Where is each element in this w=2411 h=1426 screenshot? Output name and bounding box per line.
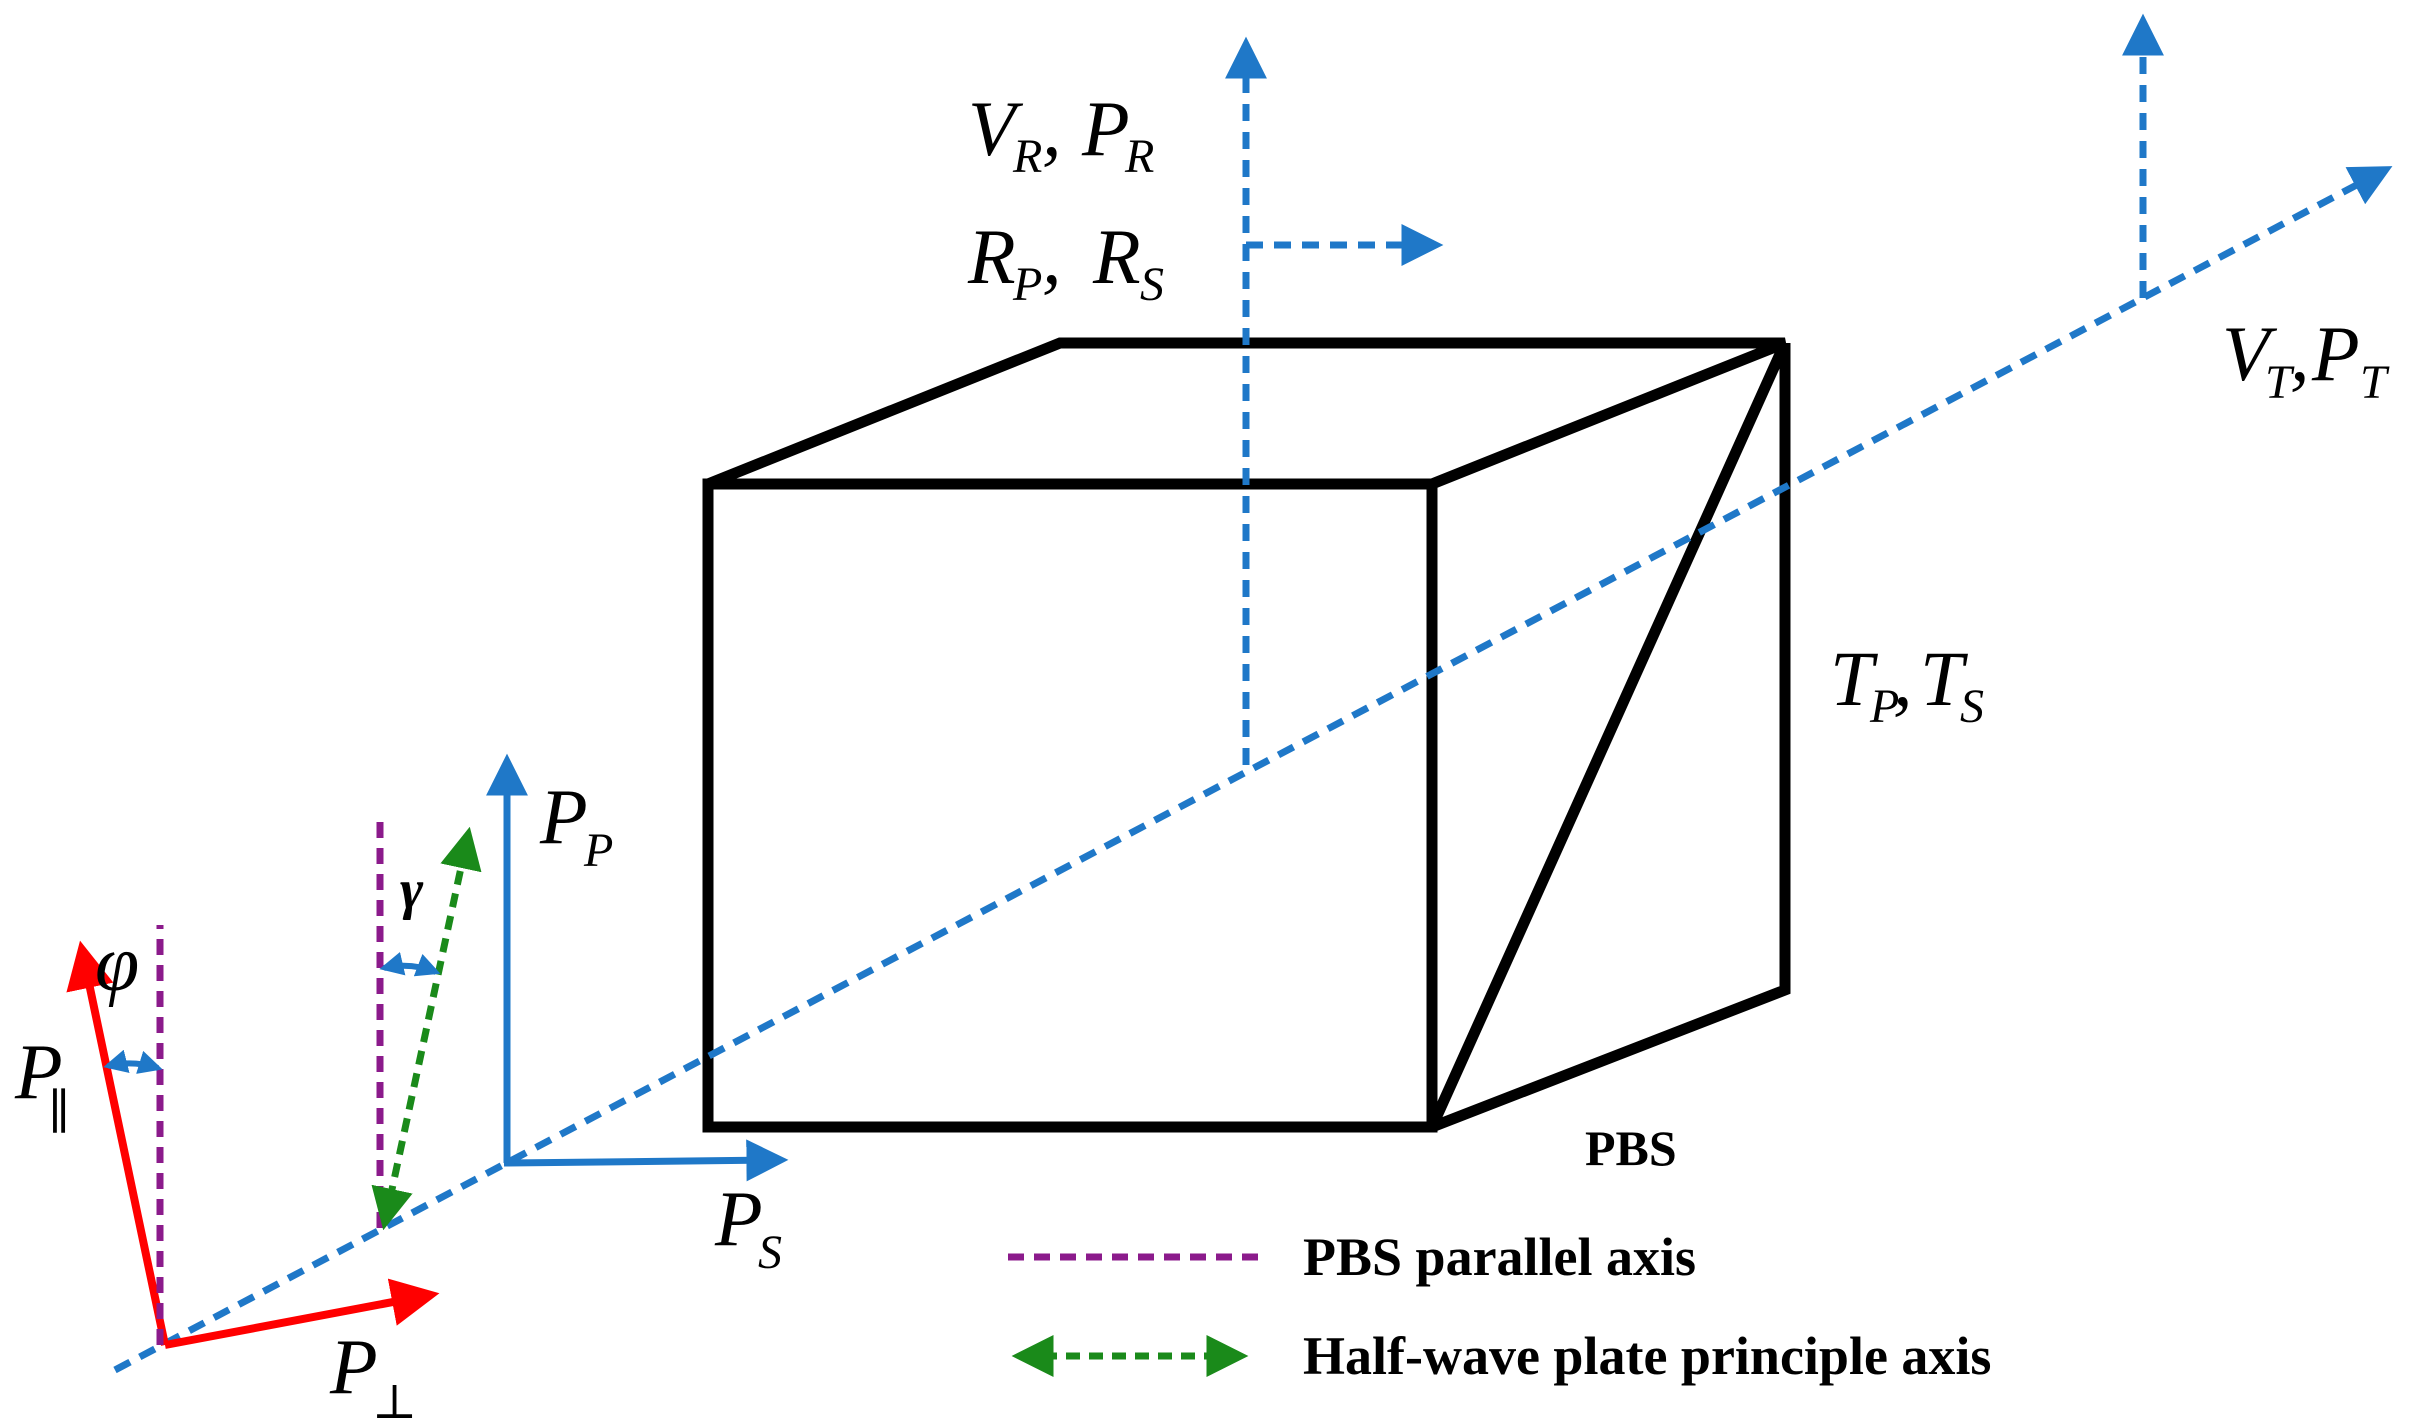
svg-text:,: , — [1042, 85, 1062, 172]
svg-text:R: R — [967, 213, 1016, 300]
cube-right-face — [1430, 343, 1791, 1133]
svg-text:T: T — [2265, 356, 2295, 409]
svg-text:P: P — [1869, 680, 1899, 733]
main-beam-path — [113, 166, 2393, 1374]
pbs-cube — [702, 337, 1791, 1133]
label-tp-ts: T P , T S — [1830, 635, 1984, 733]
svg-text:R: R — [1092, 213, 1141, 300]
svg-text:S: S — [1960, 680, 1984, 733]
svg-text:S: S — [1140, 258, 1164, 311]
label-pbs: PBS — [1585, 1120, 1677, 1176]
cube-top-face — [705, 337, 1788, 490]
svg-text:P: P — [14, 1028, 63, 1115]
svg-text:,: , — [1042, 213, 1062, 300]
svg-text:P: P — [329, 1323, 378, 1410]
label-vr-pr: V R , P R — [968, 85, 1154, 183]
legend: PBS parallel axis Half-wave plate princi… — [1008, 1227, 1991, 1386]
svg-text:P: P — [2311, 310, 2360, 397]
svg-text:,: , — [1893, 635, 1913, 722]
p-parallel-arrow — [66, 940, 169, 1346]
label-pp: P P — [539, 773, 613, 877]
label-rp-rs: R P , R S — [967, 213, 1164, 311]
legend-hwp-axis-label: Half-wave plate principle axis — [1303, 1326, 1991, 1386]
svg-text:R: R — [1012, 130, 1042, 183]
ps-axis-arrow — [503, 1139, 789, 1182]
legend-pbs-axis-label: PBS parallel axis — [1303, 1227, 1696, 1287]
svg-text:P: P — [1012, 258, 1042, 311]
label-vt-pt: V T , P T — [2222, 310, 2390, 409]
svg-text:P: P — [583, 824, 613, 877]
svg-text:S: S — [758, 1226, 782, 1279]
cube-diagonal-split — [1426, 340, 1791, 1130]
phi-angle-arc — [103, 1049, 163, 1074]
hwp-axis-arrow — [371, 826, 482, 1231]
label-phi: φ — [95, 920, 139, 1008]
svg-text:R: R — [1124, 130, 1154, 183]
gamma-angle-arc — [379, 951, 441, 977]
p-perp-arrow — [164, 1278, 440, 1349]
svg-text:P: P — [539, 773, 588, 860]
svg-text:∥: ∥ — [48, 1086, 70, 1139]
label-p-perp: P ⊥ — [329, 1323, 417, 1426]
cube-front-face — [702, 478, 1438, 1133]
svg-text:,: , — [2290, 310, 2310, 397]
svg-text:V: V — [968, 85, 1024, 172]
svg-text:P: P — [714, 1175, 763, 1262]
label-ps: P S — [714, 1175, 782, 1279]
svg-text:P: P — [1081, 85, 1130, 172]
label-gamma: γ — [400, 859, 424, 921]
svg-text:⊥: ⊥ — [372, 1376, 417, 1426]
svg-text:T: T — [1920, 635, 1968, 722]
svg-text:T: T — [2360, 356, 2390, 409]
svg-text:V: V — [2222, 310, 2278, 397]
svg-text:T: T — [1830, 635, 1878, 722]
label-p-parallel: P ∥ — [14, 1028, 70, 1139]
